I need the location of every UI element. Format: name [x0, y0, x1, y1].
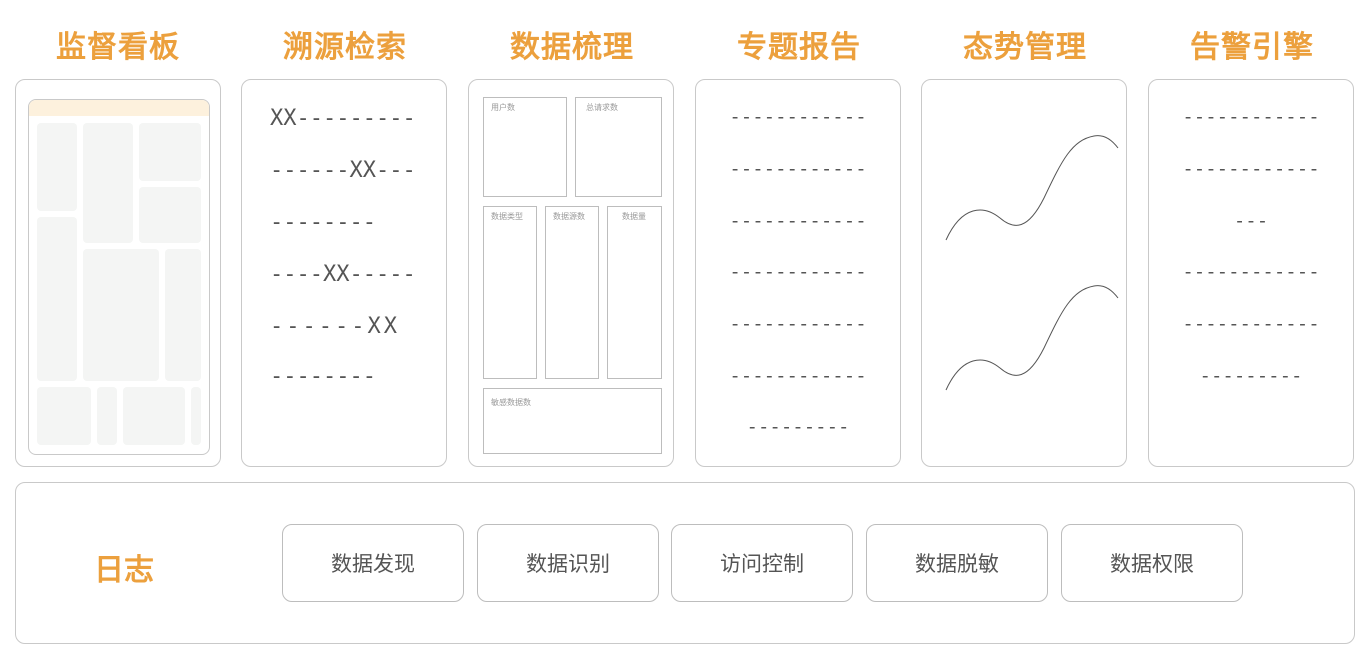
report-line: ------------: [729, 261, 867, 283]
trace-search-panel: XX--------- ------XX--- -------- ----XX-…: [241, 79, 447, 467]
trend-curve-upper: [945, 135, 1119, 241]
alert-line: ------------: [1182, 313, 1320, 335]
alert-engine-panel: ------------ ------------ --- ----------…: [1148, 79, 1354, 467]
mockup-block: [37, 387, 91, 445]
alert-line: ---: [1233, 210, 1269, 232]
trace-line: XX---------: [270, 106, 416, 131]
column-title-trace-search: 溯源检索: [283, 30, 407, 65]
mockup-header-bar: [29, 100, 209, 116]
mockup-block: [37, 123, 77, 211]
dashboard-mockup: [28, 99, 210, 455]
situation-management-panel: [921, 79, 1127, 467]
mockup-block: [83, 249, 159, 381]
column-title-dashboard: 监督看板: [56, 30, 180, 65]
trace-line: --------: [270, 364, 376, 389]
sensitive-data-label: 敏感数据数: [491, 398, 531, 407]
users-box: 用户数: [483, 97, 567, 197]
column-title-alert-engine: 告警引擎: [1190, 30, 1314, 65]
data-sorting-panel: 用户数 总请求数 数据类型 数据源数 数据量 敏感数据数: [468, 79, 674, 467]
data-sources-box: 数据源数: [545, 206, 599, 379]
trace-line: --------: [270, 210, 376, 235]
topic-report-panel: ------------ ------------ ------------ -…: [695, 79, 901, 467]
report-line: ------------: [729, 365, 867, 387]
data-discovery-button[interactable]: 数据发现: [282, 524, 464, 602]
column-title-topic-report: 专题报告: [737, 30, 861, 65]
dashboard-panel: [15, 79, 221, 467]
trend-curve-lower: [945, 285, 1119, 391]
log-title: 日志: [94, 553, 154, 588]
data-sources-label: 数据源数: [553, 212, 585, 221]
mockup-block: [165, 249, 201, 381]
trace-line: ------XX---: [270, 158, 416, 183]
sensitive-data-box: 敏感数据数: [483, 388, 662, 454]
log-bar: 日志 数据发现 数据识别 访问控制 数据脱敏 数据权限: [15, 482, 1355, 644]
column-title-situation-management: 态势管理: [963, 30, 1087, 65]
report-line: ---------: [746, 416, 850, 438]
trace-line: ------XX: [270, 314, 400, 339]
trend-curves: [945, 135, 1119, 391]
data-permission-button[interactable]: 数据权限: [1061, 524, 1243, 602]
alert-line: ------------: [1182, 158, 1320, 180]
report-line: ------------: [729, 158, 867, 180]
mockup-block: [123, 387, 185, 445]
total-requests-label: 总请求数: [586, 103, 618, 112]
mockup-block: [139, 123, 201, 181]
mockup-block: [37, 217, 77, 381]
mockup-block: [191, 387, 201, 445]
data-identification-button[interactable]: 数据识别: [477, 524, 659, 602]
report-line: ------------: [729, 313, 867, 335]
data-volume-box: 数据量: [607, 206, 662, 379]
report-line: ------------: [729, 106, 867, 128]
data-volume-label: 数据量: [622, 212, 646, 221]
alert-line: ------------: [1182, 261, 1320, 283]
alert-line: ------------: [1182, 106, 1320, 128]
mockup-block: [139, 187, 201, 243]
mockup-block: [83, 123, 133, 243]
column-title-data-sorting: 数据梳理: [510, 30, 634, 65]
alert-line: ---------: [1199, 365, 1303, 387]
data-types-box: 数据类型: [483, 206, 537, 379]
trace-line: ----XX-----: [270, 262, 416, 287]
data-types-label: 数据类型: [491, 212, 523, 221]
report-line: ------------: [729, 210, 867, 232]
access-control-button[interactable]: 访问控制: [671, 524, 853, 602]
mockup-block: [97, 387, 117, 445]
data-masking-button[interactable]: 数据脱敏: [866, 524, 1048, 602]
total-requests-box: 总请求数: [575, 97, 662, 197]
users-label: 用户数: [491, 103, 515, 112]
